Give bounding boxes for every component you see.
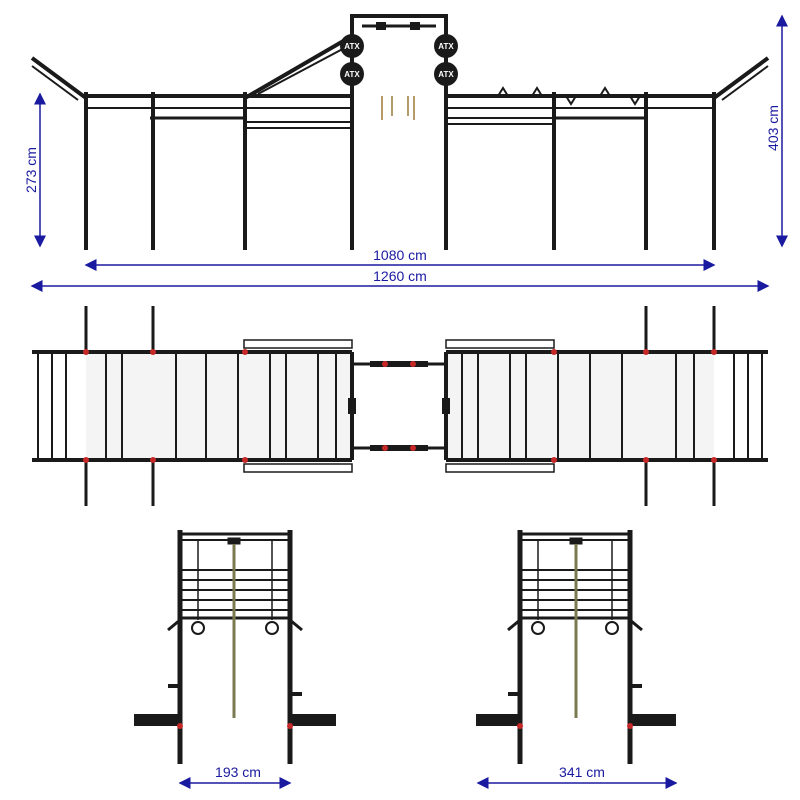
atx-logo-plate bbox=[340, 62, 364, 86]
atx-logo-plate bbox=[340, 34, 364, 58]
side-left-dimension: 193 cm bbox=[178, 764, 292, 789]
front-center-tower bbox=[352, 14, 448, 250]
atx-logo-plate bbox=[434, 34, 458, 58]
width-total-dimension: 1260 cm bbox=[30, 268, 770, 292]
top-joint-markers bbox=[83, 349, 717, 463]
side-right-dimension: 341 cm bbox=[476, 764, 678, 789]
width-inner-dimension: 1080 cm bbox=[84, 247, 716, 271]
height-left-dimension: 273 cm bbox=[23, 92, 46, 248]
side-view-left: 193 cm bbox=[134, 530, 336, 789]
dip-platform-right bbox=[630, 714, 676, 726]
side-right-width-label: 341 cm bbox=[559, 764, 605, 780]
width-inner-label: 1080 cm bbox=[373, 247, 427, 263]
front-view: ATX ATX ATX ATX 273 cm bbox=[23, 14, 788, 292]
side-left-width-label: 193 cm bbox=[215, 764, 261, 780]
height-left-label: 273 cm bbox=[23, 147, 39, 193]
atx-logo-text: ATX bbox=[438, 42, 454, 51]
atx-logo-plates: ATX ATX ATX ATX bbox=[340, 34, 458, 86]
atx-logo-text: ATX bbox=[438, 70, 454, 79]
front-right-frame bbox=[446, 56, 770, 250]
height-right-dimension: 403 cm bbox=[765, 14, 788, 248]
dip-platform-left bbox=[476, 714, 522, 726]
atx-logo-plate bbox=[434, 62, 458, 86]
atx-logo-text: ATX bbox=[344, 70, 360, 79]
dip-platform-left bbox=[134, 714, 182, 726]
width-total-label: 1260 cm bbox=[373, 268, 427, 284]
dip-platform-right bbox=[290, 714, 336, 726]
side-view-right: 341 cm bbox=[476, 530, 678, 789]
height-right-label: 403 cm bbox=[765, 105, 781, 151]
atx-logo-text: ATX bbox=[344, 42, 360, 51]
top-view bbox=[32, 306, 768, 506]
front-left-frame bbox=[30, 14, 354, 250]
